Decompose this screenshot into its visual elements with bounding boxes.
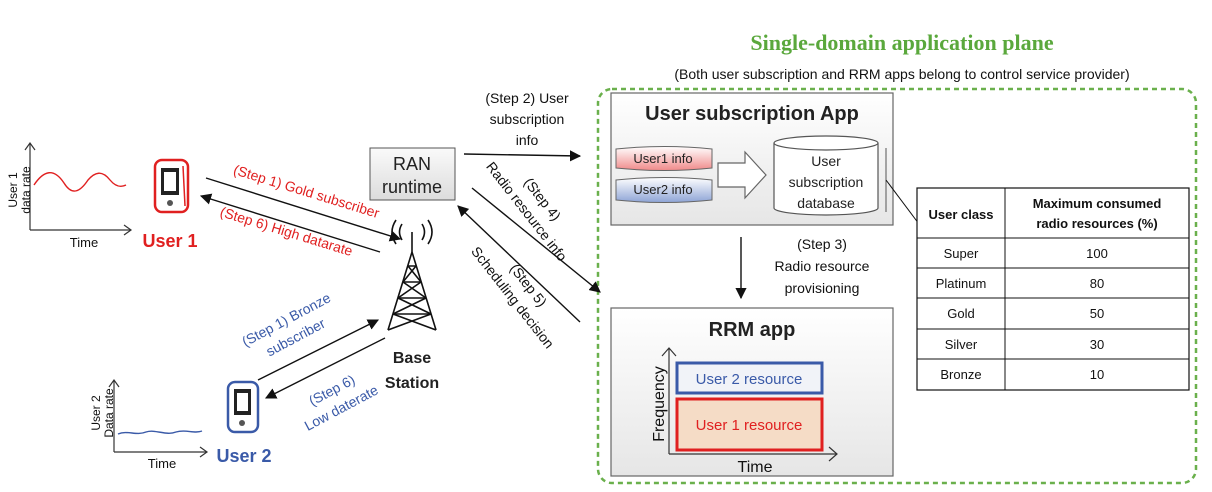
user2-info-banner: [615, 177, 713, 203]
rrm-app: RRM app Frequency Time User 2 resource U…: [610, 307, 894, 477]
plane-title: Single-domain application plane: [750, 30, 1053, 55]
user1-resource-block: [675, 397, 824, 452]
step4-arrow: [471, 187, 601, 293]
user1-resource-label: User 1 resource: [696, 417, 803, 434]
base-station-label-line1: Base: [393, 350, 431, 367]
table-header-class: User class: [928, 207, 993, 222]
user1-phone-icon: [153, 158, 190, 214]
user1-ylabel-line1: User 1: [6, 172, 20, 208]
user2-datarate-curve: [117, 430, 203, 435]
rrm-y-axis-label: Frequency: [651, 366, 668, 442]
user1-ylabel-line2: data rate: [19, 166, 33, 214]
plane-subtitle: (Both user subscription and RRM apps bel…: [674, 66, 1129, 82]
database-label-line1: User: [811, 153, 841, 169]
rrm-app-title: RRM app: [709, 319, 796, 341]
user1-info-banner: [615, 146, 713, 171]
step2-label-line1: (Step 2) User: [485, 90, 569, 106]
database-label-line3: database: [797, 195, 855, 211]
user2-xlabel: Time: [148, 456, 176, 471]
table-cell-class: Bronze: [940, 367, 981, 382]
database-icon: [773, 135, 887, 216]
table-cell-value: 100: [1086, 246, 1108, 261]
step6-low-arrow: [264, 337, 386, 399]
step6-high-arrow: [199, 193, 381, 253]
user2-label: User 2: [216, 446, 271, 466]
step2-label-line2: subscription: [490, 111, 565, 127]
step5-arrow: [457, 205, 581, 323]
database-label-line2: subscription: [789, 174, 864, 190]
user1-xlabel: Time: [70, 235, 98, 250]
user2-phone-icon: [226, 380, 260, 434]
ran-runtime-label-line1: RAN: [393, 154, 431, 174]
user-class-table: User class Maximum consumed radio resour…: [916, 187, 1190, 391]
step2-label-line3: info: [516, 132, 539, 148]
user2-datarate-plot: User 2 Data rate Time: [89, 378, 209, 471]
block-arrow-icon: [717, 150, 767, 200]
table-cell-class: Platinum: [936, 276, 987, 291]
user2-ylabel-line1: User 2: [89, 395, 103, 431]
table-cell-value: 10: [1090, 367, 1104, 382]
table-cell-value: 30: [1090, 337, 1104, 352]
step6-high-label: (Step 6) High datarate: [218, 203, 355, 259]
table-header-max-line2: radio resources (%): [1036, 216, 1157, 231]
user1-datarate-plot: User 1 data rate Time: [6, 141, 133, 250]
base-station-label-line2: Station: [385, 375, 439, 392]
step3-label-line2: Radio resource: [775, 258, 870, 274]
user1-label: User 1: [142, 231, 197, 251]
table-cell-value: 50: [1090, 306, 1104, 321]
step3-label-line3: provisioning: [785, 280, 860, 296]
subscription-app-title: User subscription App: [645, 103, 859, 125]
user2-resource-label: User 2 resource: [696, 371, 803, 388]
user1-info-label: User1 info: [633, 151, 692, 166]
ran-runtime-box: [369, 147, 456, 201]
step1-bronze-arrow: [257, 319, 380, 381]
user-subscription-app: User subscription App User1 info User2 i…: [610, 92, 894, 226]
ran-runtime-label-line2: runtime: [382, 177, 442, 197]
user1-datarate-curve: [33, 172, 127, 192]
table-cell-value: 80: [1090, 276, 1104, 291]
table-cell-class: Gold: [947, 306, 974, 321]
user2-ylabel-line2: Data rate: [102, 388, 116, 438]
step2-arrow: [463, 150, 582, 162]
rrm-x-axis-label: Time: [738, 459, 773, 476]
table-header-max-line1: Maximum consumed: [1033, 196, 1162, 211]
base-station-tower-icon: [387, 219, 437, 331]
table-cell-class: Super: [944, 246, 979, 261]
application-plane-border: [596, 87, 1198, 485]
step1-gold-arrow: [205, 177, 402, 242]
user2-resource-block: [675, 361, 824, 395]
table-cell-class: Silver: [945, 337, 978, 352]
step3-label-line1: (Step 3): [797, 236, 847, 252]
user2-info-label: User2 info: [633, 182, 692, 197]
